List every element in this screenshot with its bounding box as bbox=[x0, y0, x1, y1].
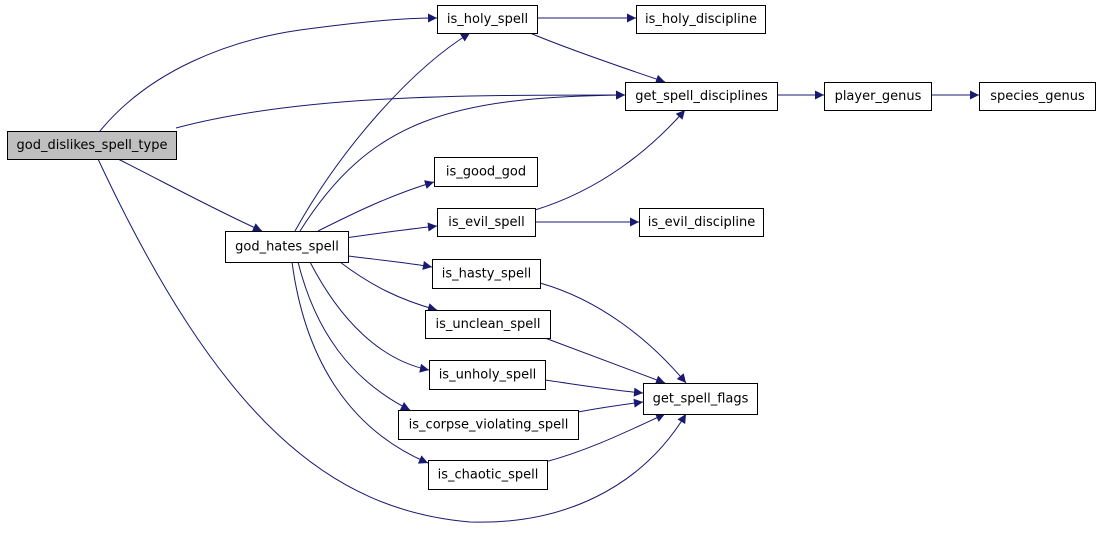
node-label-is_evil_discipline: is_evil_discipline bbox=[648, 215, 755, 230]
edge-god_hates_spell-to-is_chaotic_spell bbox=[291, 261, 429, 464]
node-box-is_unholy_spell bbox=[429, 360, 546, 390]
edge-is_chaotic_spell-to-get_spell_flags bbox=[544, 413, 666, 463]
node-player_genus[interactable]: player_genus bbox=[824, 82, 932, 111]
node-is_chaotic_spell[interactable]: is_chaotic_spell bbox=[428, 460, 548, 490]
node-is_evil_discipline[interactable]: is_evil_discipline bbox=[639, 208, 764, 237]
node-box-player_genus bbox=[824, 82, 932, 111]
node-get_spell_disciplines[interactable]: get_spell_disciplines bbox=[625, 82, 778, 111]
node-is_corpse_violating_spell[interactable]: is_corpse_violating_spell bbox=[398, 410, 579, 440]
node-box-is_evil_spell bbox=[437, 208, 536, 237]
node-label-is_chaotic_spell: is_chaotic_spell bbox=[438, 468, 539, 483]
node-label-player_genus: player_genus bbox=[835, 89, 922, 104]
node-box-is_chaotic_spell bbox=[428, 460, 548, 490]
edge-god_hates_spell-to-is_corpse_violating_spell bbox=[297, 261, 411, 411]
node-box-is_hasty_spell bbox=[432, 259, 541, 289]
node-god_dislikes_spell_type[interactable]: god_dislikes_spell_type bbox=[7, 131, 177, 160]
node-box-god_dislikes_spell_type bbox=[7, 131, 177, 160]
node-is_hasty_spell[interactable]: is_hasty_spell bbox=[432, 259, 541, 289]
node-box-species_genus bbox=[979, 82, 1096, 111]
node-is_holy_discipline[interactable]: is_holy_discipline bbox=[636, 5, 766, 34]
node-box-is_good_god bbox=[434, 157, 538, 187]
edge-is_unclean_spell-to-get_spell_flags bbox=[544, 337, 666, 385]
edge-is_hasty_spell-to-get_spell_flags bbox=[539, 282, 687, 384]
node-is_evil_spell[interactable]: is_evil_spell bbox=[437, 208, 536, 237]
node-is_unholy_spell[interactable]: is_unholy_spell bbox=[429, 360, 546, 390]
node-label-god_dislikes_spell_type: god_dislikes_spell_type bbox=[17, 138, 168, 153]
node-box-is_evil_discipline bbox=[639, 208, 764, 237]
node-label-is_holy_spell: is_holy_spell bbox=[447, 12, 528, 27]
node-god_hates_spell[interactable]: god_hates_spell bbox=[225, 231, 349, 263]
edge-god_hates_spell-to-get_spell_disciplines bbox=[299, 90, 626, 232]
node-label-get_spell_disciplines: get_spell_disciplines bbox=[635, 89, 768, 104]
edge-god_hates_spell-to-is_hasty_spell bbox=[347, 255, 433, 270]
node-label-is_unholy_spell: is_unholy_spell bbox=[439, 368, 537, 383]
edge-is_corpse_violating_spell-to-get_spell_flags bbox=[577, 398, 644, 413]
edge-god_hates_spell-to-is_good_god bbox=[317, 180, 435, 232]
edge-god_hates_spell-to-is_holy_spell bbox=[294, 32, 471, 232]
node-label-is_good_god: is_good_god bbox=[446, 165, 526, 180]
node-label-god_hates_spell: god_hates_spell bbox=[235, 240, 339, 255]
edge-god_hates_spell-to-is_unclean_spell bbox=[339, 261, 438, 312]
node-label-is_corpse_violating_spell: is_corpse_violating_spell bbox=[409, 418, 569, 433]
edge-god_dislikes_spell_type-to-is_holy_spell bbox=[99, 13, 438, 132]
edge-god_hates_spell-to-is_evil_spell bbox=[344, 222, 438, 239]
nodes-layer: god_dislikes_spell_type is_holy_spell is_h… bbox=[7, 5, 1096, 490]
node-label-is_holy_discipline: is_holy_discipline bbox=[645, 12, 757, 27]
edge-is_evil_spell-to-get_spell_disciplines bbox=[534, 109, 686, 211]
node-is_good_god[interactable]: is_good_god bbox=[434, 157, 538, 187]
edge-god_dislikes_spell_type-to-god_hates_spell bbox=[117, 158, 263, 232]
node-box-god_hates_spell bbox=[225, 231, 349, 263]
node-is_unclean_spell[interactable]: is_unclean_spell bbox=[425, 310, 551, 339]
node-box-is_corpse_violating_spell bbox=[398, 410, 579, 440]
node-box-get_spell_flags bbox=[643, 383, 758, 415]
edge-god_dislikes_spell_type-to-get_spell_disciplines bbox=[175, 90, 626, 129]
node-box-is_unclean_spell bbox=[425, 310, 551, 339]
node-get_spell_flags[interactable]: get_spell_flags bbox=[643, 383, 758, 415]
node-label-get_spell_flags: get_spell_flags bbox=[653, 392, 749, 407]
node-label-is_evil_spell: is_evil_spell bbox=[448, 215, 525, 230]
node-label-species_genus: species_genus bbox=[990, 89, 1085, 104]
node-box-is_holy_discipline bbox=[636, 5, 766, 34]
node-label-is_hasty_spell: is_hasty_spell bbox=[442, 267, 531, 282]
edge-god_hates_spell-to-is_unholy_spell bbox=[309, 261, 430, 373]
node-is_holy_spell[interactable]: is_holy_spell bbox=[437, 5, 538, 34]
node-box-get_spell_disciplines bbox=[625, 82, 778, 111]
edge-god_dislikes_spell_type-to-get_spell_flags bbox=[97, 158, 687, 523]
edge-is_holy_spell-to-get_spell_disciplines bbox=[529, 32, 666, 84]
node-box-is_holy_spell bbox=[437, 5, 538, 34]
node-species_genus[interactable]: species_genus bbox=[979, 82, 1096, 111]
node-label-is_unclean_spell: is_unclean_spell bbox=[435, 317, 540, 332]
edges-layer bbox=[97, 13, 979, 523]
edge-is_unholy_spell-to-get_spell_flags bbox=[544, 379, 644, 397]
